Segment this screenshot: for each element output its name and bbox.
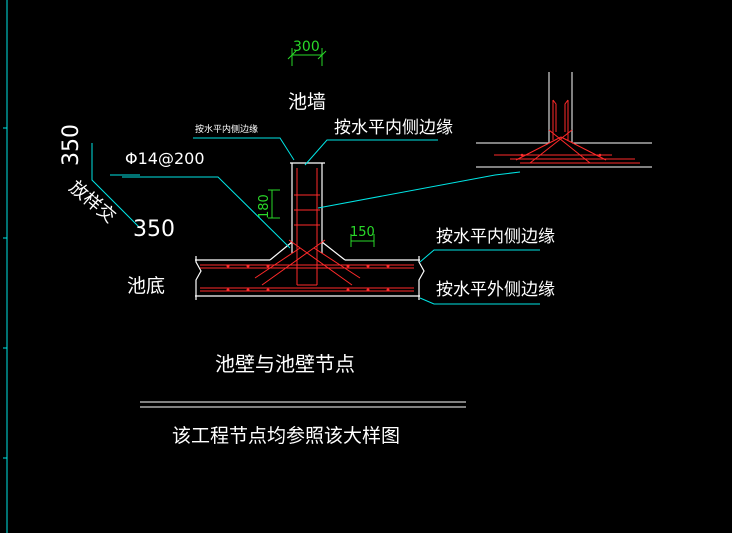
dimension-150 bbox=[350, 234, 375, 247]
rebar-lines bbox=[200, 168, 414, 292]
node-title: 池壁与池壁节点 bbox=[215, 352, 355, 376]
label-chamfer: 放样交 bbox=[65, 177, 120, 228]
project-note: 该工程节点均参照该大样图 bbox=[172, 425, 400, 447]
dimension-300 bbox=[287, 48, 327, 66]
dimension-150-text: 150 bbox=[350, 225, 375, 240]
label-bottom-outer-edge: 按水平外侧边缘 bbox=[436, 280, 555, 300]
left-frame-line bbox=[3, 0, 8, 533]
label-bar-spec: Φ14@200 bbox=[125, 149, 205, 168]
dimension-180 bbox=[268, 189, 280, 219]
label-bottom-name: 池底 bbox=[127, 275, 165, 297]
pool-wall-outline bbox=[290, 162, 325, 253]
label-350-vertical: 350 bbox=[59, 124, 84, 166]
title-underline bbox=[140, 401, 466, 408]
dimension-300-text: 300 bbox=[293, 39, 320, 55]
label-small-note: 按水平内侧边缘 bbox=[195, 123, 258, 135]
pool-bottom-outline bbox=[195, 241, 425, 300]
rebar-dots bbox=[226, 264, 390, 292]
label-350-horizontal: 350 bbox=[133, 217, 175, 242]
leader-lines bbox=[91, 137, 540, 305]
label-bottom-inner-edge: 按水平内侧边缘 bbox=[436, 227, 555, 247]
label-wall-name: 池墙 bbox=[288, 91, 326, 113]
detail-sketch bbox=[476, 72, 652, 168]
label-wall-inner-edge: 按水平内侧边缘 bbox=[334, 118, 453, 138]
dimension-180-text: 180 bbox=[257, 194, 272, 219]
